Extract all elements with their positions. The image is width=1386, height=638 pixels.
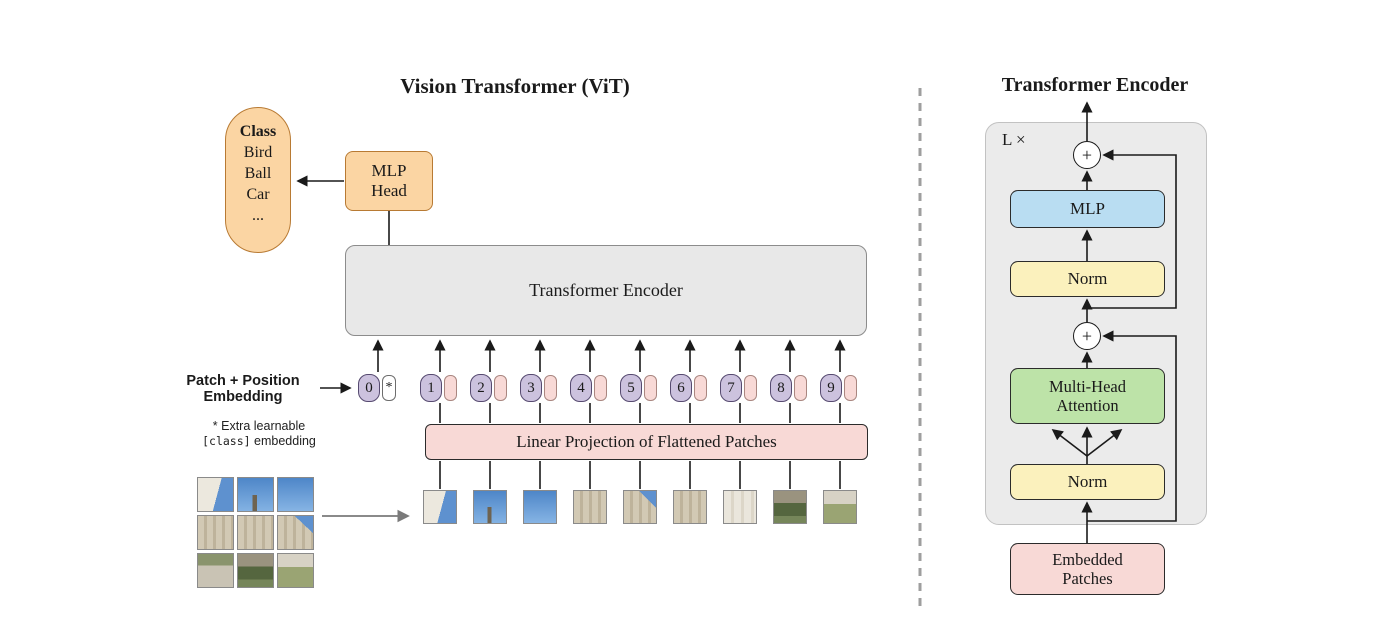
- token-patch: [844, 375, 857, 401]
- patch-image: [773, 490, 807, 524]
- token-number: 4: [570, 374, 592, 402]
- patch-position-line2: Embedding: [203, 389, 283, 405]
- token-5: 5: [620, 374, 657, 402]
- note-line1: * Extra learnable: [212, 419, 306, 433]
- linear-projection-box: Linear Projection of Flattened Patches: [425, 424, 868, 460]
- transformer-encoder-box: Transformer Encoder: [345, 245, 867, 336]
- token-patch: [594, 375, 607, 401]
- token-number: 9: [820, 374, 842, 402]
- norm-label: Norm: [1067, 471, 1108, 491]
- class-item: Ball: [244, 165, 272, 182]
- grid-patch: [237, 477, 274, 512]
- mlp-box: MLP: [1010, 190, 1165, 228]
- patch-image: [523, 490, 557, 524]
- token-number: 8: [770, 374, 792, 402]
- class-item: Bird: [243, 144, 273, 161]
- class-token-star: *: [382, 375, 396, 401]
- token-number: 2: [470, 374, 492, 402]
- norm-label: Norm: [1067, 268, 1108, 288]
- encoder-title: Transformer Encoder: [1001, 74, 1189, 96]
- token-2: 2: [470, 374, 507, 402]
- grid-patch: [277, 553, 314, 588]
- mha-line2: Attention: [1056, 396, 1119, 415]
- token-patch: [444, 375, 457, 401]
- class-heading: Class: [239, 123, 277, 140]
- vit-title: Vision Transformer (ViT): [400, 74, 630, 98]
- token-number: 7: [720, 374, 742, 402]
- token-patch: [644, 375, 657, 401]
- residual-add-bottom: +: [1073, 322, 1101, 350]
- class-item: Car: [246, 186, 270, 203]
- patch-image: [423, 490, 457, 524]
- multi-head-attention-box: Multi-Head Attention: [1010, 368, 1165, 424]
- token-number: 1: [420, 374, 442, 402]
- plus-icon: +: [1081, 325, 1093, 346]
- token-9: 9: [820, 374, 857, 402]
- token-8: 8: [770, 374, 807, 402]
- token-3: 3: [520, 374, 557, 402]
- token-number: 0: [358, 374, 380, 402]
- mha-line1: Multi-Head: [1049, 376, 1126, 396]
- linear-projection-label: Linear Projection of Flattened Patches: [516, 431, 777, 451]
- grid-patch: [197, 477, 234, 512]
- patch-image: [673, 490, 707, 524]
- grid-patch: [277, 477, 314, 512]
- class-token-text: [class]: [202, 434, 251, 448]
- token-patch: [794, 375, 807, 401]
- note-line2: [class] embedding: [180, 434, 338, 449]
- mlp-head-line1: MLP: [371, 160, 407, 180]
- class-embedding-note: * Extra learnable [class] embedding: [180, 419, 338, 449]
- grid-patch: [237, 515, 274, 550]
- source-image-grid: [197, 477, 314, 588]
- token-patch: [694, 375, 707, 401]
- note-line2-rest: embedding: [250, 434, 316, 448]
- token-1: 1: [420, 374, 457, 402]
- mlp-head-line2: Head: [371, 181, 407, 200]
- mlp-label: MLP: [1070, 198, 1105, 218]
- token-patch: [744, 375, 757, 401]
- mlp-head-box: MLP Head: [345, 151, 433, 211]
- token-number: 6: [670, 374, 692, 402]
- patch-image: [573, 490, 607, 524]
- layer-count-label: L ×: [1002, 130, 1026, 149]
- grid-patch: [237, 553, 274, 588]
- token-6: 6: [670, 374, 707, 402]
- norm-box-bottom: Norm: [1010, 464, 1165, 500]
- token-7: 7: [720, 374, 757, 402]
- patch-position-line1: Patch + Position: [186, 373, 300, 389]
- token-patch: [494, 375, 507, 401]
- class-item: ...: [252, 207, 264, 224]
- embedded-patches-box: Embedded Patches: [1010, 543, 1165, 595]
- patch-image: [823, 490, 857, 524]
- embedded-patches-line2: Patches: [1062, 569, 1113, 588]
- norm-box-top: Norm: [1010, 261, 1165, 297]
- transformer-encoder-label: Transformer Encoder: [529, 279, 683, 300]
- patch-image: [723, 490, 757, 524]
- grid-patch: [277, 515, 314, 550]
- token-number: 5: [620, 374, 642, 402]
- plus-icon: +: [1081, 144, 1093, 165]
- residual-add-top: +: [1073, 141, 1101, 169]
- token-patch: [544, 375, 557, 401]
- class-output-pill: Class Bird Ball Car ...: [225, 107, 291, 253]
- grid-patch: [197, 553, 234, 588]
- token-0: 0 *: [358, 374, 396, 402]
- embedded-patches-line1: Embedded: [1052, 549, 1123, 569]
- patch-position-label: Patch + Position Embedding: [168, 373, 318, 405]
- token-number: 3: [520, 374, 542, 402]
- grid-patch: [197, 515, 234, 550]
- patch-image: [473, 490, 507, 524]
- token-4: 4: [570, 374, 607, 402]
- patch-image: [623, 490, 657, 524]
